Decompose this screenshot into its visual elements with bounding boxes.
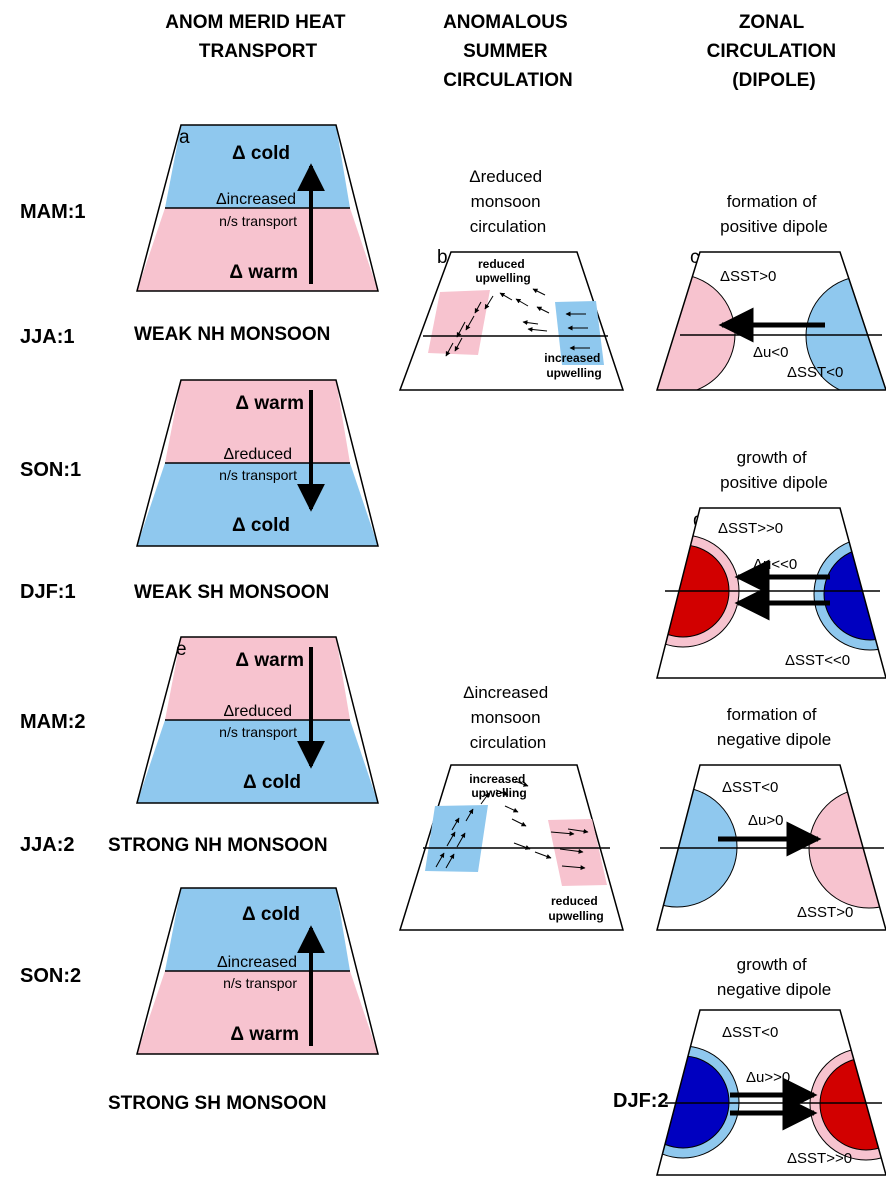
header-zonal-circulation: ZONAL CIRCULATION (DIPOLE) bbox=[707, 12, 842, 91]
season-son1: SON:1 bbox=[20, 459, 81, 481]
trap2-top: Δ warm bbox=[235, 393, 304, 414]
dip1-u: Δu<0 bbox=[753, 344, 788, 361]
dip4-caption: growth of negative dipole bbox=[717, 955, 831, 999]
trap1-mid2: n/s transport bbox=[219, 213, 297, 229]
dip3-u: Δu>0 bbox=[748, 812, 783, 829]
dip1-sst-top: ΔSST>0 bbox=[720, 268, 776, 285]
circ2-label-bottom: reduced upwelling bbox=[548, 894, 603, 923]
trap2-mid2: n/s transport bbox=[219, 467, 297, 483]
cold-patch bbox=[555, 301, 604, 365]
header-summer-circulation: ANOMALOUS SUMMER CIRCULATION bbox=[443, 12, 573, 91]
dip2-u: Δu<<0 bbox=[753, 556, 797, 573]
dip3-sst-top: ΔSST<0 bbox=[722, 779, 778, 796]
dip4-u: Δu>>0 bbox=[746, 1069, 790, 1086]
cold-region bbox=[137, 463, 378, 546]
season-jja1: JJA:1 bbox=[20, 326, 74, 348]
warm-region bbox=[165, 380, 350, 463]
transport-panel-2: Δ warm Δreduced n/s transport Δ cold bbox=[136, 379, 379, 547]
dip1-sst-bottom: ΔSST<0 bbox=[787, 364, 843, 381]
dip2-sst-bottom: ΔSST<<0 bbox=[785, 652, 850, 669]
panel-letter-c: c bbox=[690, 247, 700, 268]
circ1-label-top: reduced upwelling bbox=[475, 257, 530, 285]
header-heat-transport: ANOM MERID HEAT TRANSPORT bbox=[165, 12, 350, 62]
dipole-panel-c: formation of positive dipole c ΔSST>0 Δu… bbox=[655, 192, 886, 391]
dip4-sst-top: ΔSST<0 bbox=[722, 1024, 778, 1041]
trap1-bottom: Δ warm bbox=[229, 262, 298, 283]
cold-patch bbox=[425, 805, 488, 872]
trap1-mid1: Δincreased bbox=[216, 191, 296, 208]
warm-region bbox=[165, 637, 350, 720]
cold-pool bbox=[657, 786, 738, 908]
panel-letter-a: a bbox=[179, 127, 190, 148]
warm-patch bbox=[428, 290, 490, 355]
dip4-sst-bottom: ΔSST>>0 bbox=[787, 1150, 852, 1167]
circ1-caption: Δreduced monsoon circulation bbox=[469, 167, 547, 236]
season-son2: SON:2 bbox=[20, 965, 81, 987]
season-mam1: MAM:1 bbox=[20, 201, 86, 223]
trap1-top: Δ cold bbox=[232, 143, 290, 164]
monsoon-label-4: STRONG SH MONSOON bbox=[108, 1093, 327, 1114]
season-mam2: MAM:2 bbox=[20, 711, 86, 733]
trap3-mid2: n/s transport bbox=[219, 724, 297, 740]
dip3-caption: formation of negative dipole bbox=[717, 705, 831, 749]
season-djf2: DJF:2 bbox=[613, 1090, 669, 1112]
dipole-panel-d: growth of positive dipole d ΔSST>>0 Δu<<… bbox=[656, 448, 886, 679]
trap2-mid1: Δreduced bbox=[223, 446, 292, 463]
wind-arrows bbox=[435, 780, 589, 871]
trap3-mid1: Δreduced bbox=[223, 703, 292, 720]
dip2-sst-top: ΔSST>>0 bbox=[718, 520, 783, 537]
circ2-label-top: increased upwelling bbox=[469, 772, 528, 800]
dip2-caption: growth of positive dipole bbox=[720, 448, 828, 492]
trap4-mid1: Δincreased bbox=[217, 954, 297, 971]
dip1-caption: formation of positive dipole bbox=[720, 192, 828, 236]
season-djf1: DJF:1 bbox=[20, 581, 76, 603]
panel-letter-b: b bbox=[437, 247, 448, 268]
trap4-mid2: n/s transpor bbox=[223, 975, 297, 991]
trap2-bottom: Δ cold bbox=[232, 515, 290, 536]
dip3-sst-bottom: ΔSST>0 bbox=[797, 904, 853, 921]
transport-panel-e: e Δ warm Δreduced n/s transport Δ cold bbox=[136, 636, 379, 804]
circ1-label-bottom: increased upwelling bbox=[544, 351, 603, 380]
trap3-top: Δ warm bbox=[235, 650, 304, 671]
warm-region bbox=[137, 971, 378, 1054]
trap4-bottom: Δ warm bbox=[230, 1024, 299, 1045]
transport-panel-4: Δ cold Δincreased n/s transpor Δ warm bbox=[136, 887, 379, 1055]
circ2-caption: Δincreased monsoon circulation bbox=[463, 683, 553, 752]
season-jja2: JJA:2 bbox=[20, 834, 74, 856]
circulation-panel-b: Δreduced monsoon circulation b re bbox=[398, 167, 625, 391]
transport-panel-a: a Δ cold Δincreased n/s transport Δ warm bbox=[136, 124, 379, 292]
circulation-panel-2: Δincreased monsoon circulation bbox=[398, 683, 624, 931]
monsoon-label-2: WEAK SH MONSOON bbox=[134, 582, 329, 603]
trap4-top: Δ cold bbox=[242, 904, 300, 925]
monsoon-label-1: WEAK NH MONSOON bbox=[134, 324, 330, 345]
cold-region bbox=[137, 720, 378, 803]
warm-patch bbox=[548, 819, 607, 886]
wind-arrows bbox=[445, 288, 590, 357]
warm-region bbox=[137, 208, 378, 291]
monsoon-label-3: STRONG NH MONSOON bbox=[108, 835, 328, 856]
dipole-panel-4: growth of negative dipole ΔSST<0 Δu>>0 Δ… bbox=[656, 955, 886, 1176]
panel-letter-e: e bbox=[176, 639, 187, 660]
dipole-panel-3: formation of negative dipole ΔSST<0 Δu>0… bbox=[656, 705, 886, 931]
trap3-bottom: Δ cold bbox=[243, 772, 301, 793]
